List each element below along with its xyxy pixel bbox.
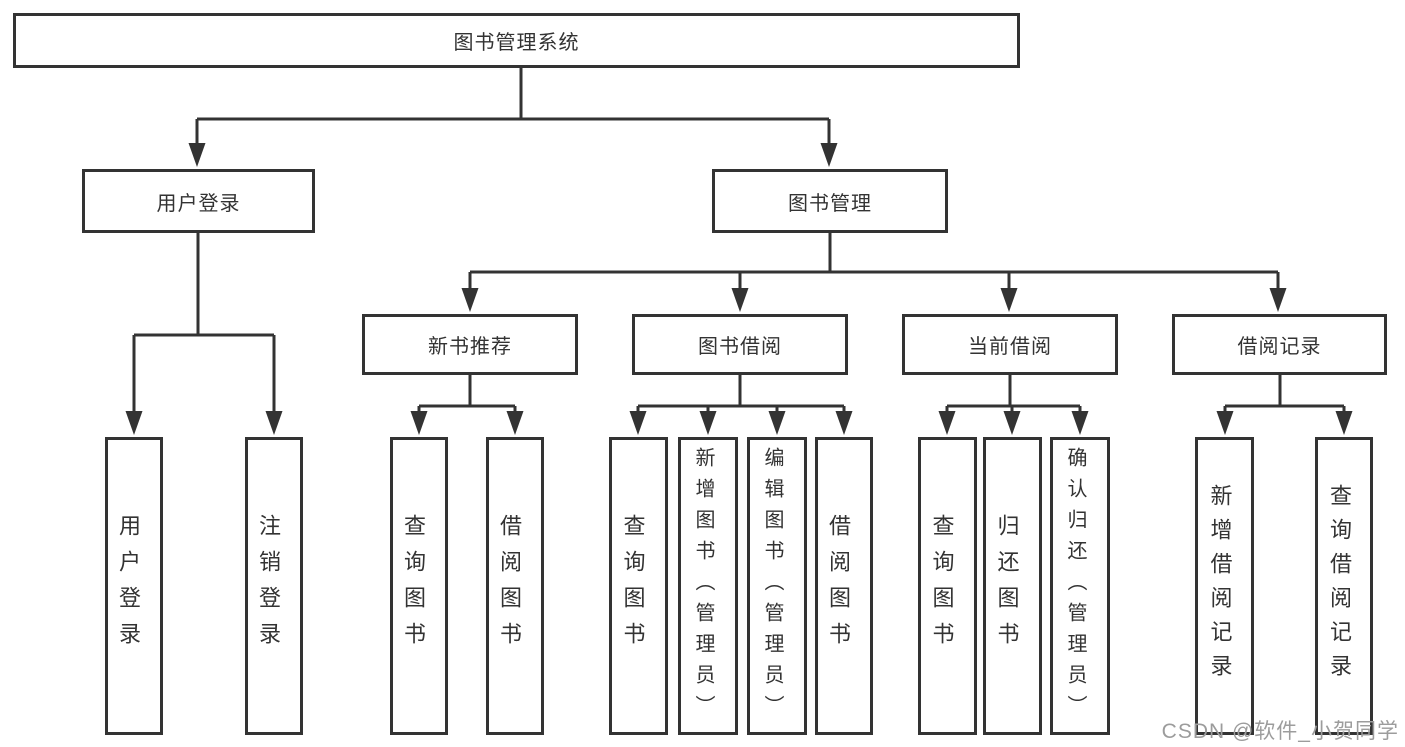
node-library-management-system: 图书管理系统: [13, 13, 1020, 68]
leaf-borrowing-edit-books-admin: 编辑图书（管理员）: [747, 437, 807, 735]
leaf-records-query-borrow-record: 查询借阅记录: [1315, 437, 1373, 735]
leaf-current-confirm-return-admin: 确认归还（管理员）: [1050, 437, 1110, 735]
leaf-logout-login: 注销登录: [245, 437, 303, 735]
node-book-management: 图书管理: [712, 169, 948, 233]
node-new-book-recommend: 新书推荐: [362, 314, 578, 375]
leaf-user-login: 用户登录: [105, 437, 163, 735]
node-book-borrowing: 图书借阅: [632, 314, 848, 375]
leaf-borrowing-add-books-admin: 新增图书（管理员）: [678, 437, 738, 735]
node-user-login: 用户登录: [82, 169, 315, 233]
leaf-newrec-query-books: 查询图书: [390, 437, 448, 735]
watermark-text: CSDN @软件_小贺同学: [1161, 720, 1399, 743]
leaf-borrowing-query-books: 查询图书: [609, 437, 668, 735]
leaf-borrowing-borrow-books: 借阅图书: [815, 437, 873, 735]
node-borrowing-records: 借阅记录: [1172, 314, 1387, 375]
leaf-current-query-books: 查询图书: [918, 437, 977, 735]
leaf-records-add-borrow-record: 新增借阅记录: [1195, 437, 1254, 735]
leaf-current-return-books: 归还图书: [983, 437, 1042, 735]
leaf-newrec-borrow-books: 借阅图书: [486, 437, 544, 735]
node-current-borrowing: 当前借阅: [902, 314, 1118, 375]
